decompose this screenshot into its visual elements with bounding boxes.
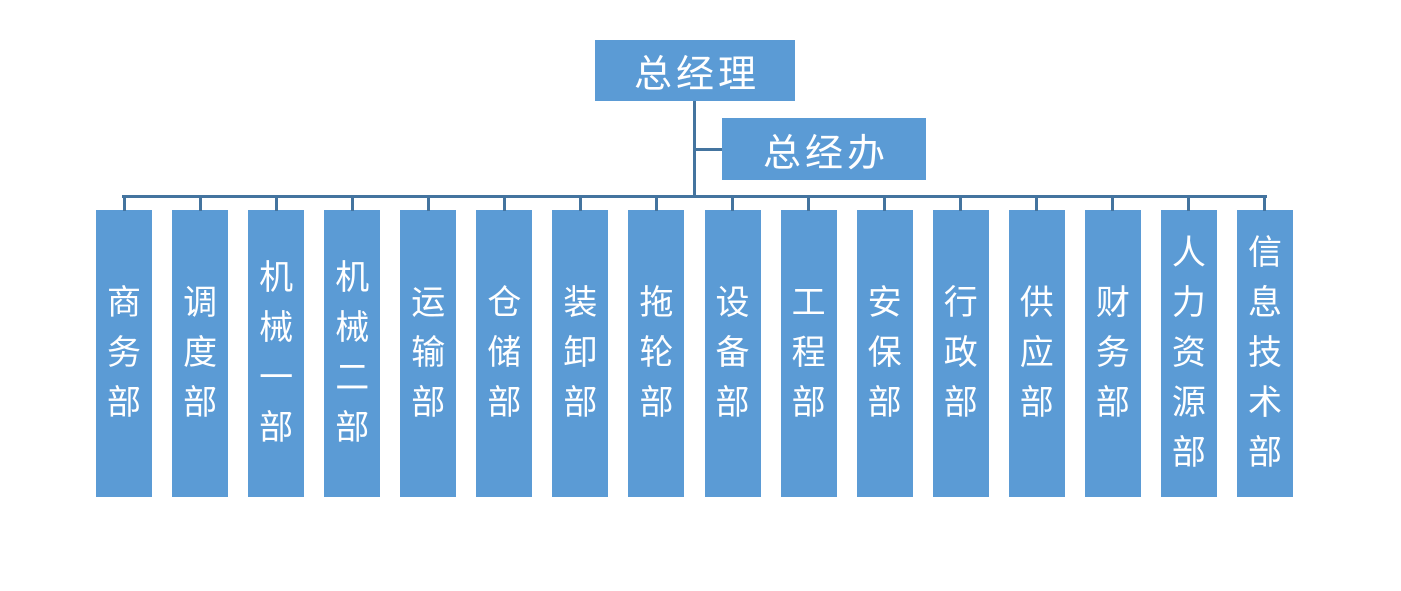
- org-node-staff: 总经办: [722, 118, 926, 180]
- org-node-department: 拖轮部: [628, 196, 685, 497]
- connector-drop: [1035, 196, 1039, 211]
- org-node-department-label: 行政部: [943, 284, 978, 422]
- org-node-department-label: 人力资源部: [1171, 234, 1206, 472]
- org-node-department: 机械二部: [324, 196, 381, 497]
- org-node-department-label: 机械二部: [335, 259, 370, 447]
- org-node-root: 总经理: [595, 40, 795, 101]
- org-node-department: 人力资源部: [1160, 196, 1217, 497]
- org-node-department-label: 装卸部: [563, 284, 598, 422]
- org-node-department: 供应部: [1008, 196, 1065, 497]
- connector-drop: [198, 196, 202, 211]
- connector-drop: [959, 196, 963, 211]
- org-node-department-label: 商务部: [107, 284, 141, 422]
- org-node-department-label: 拖轮部: [639, 284, 674, 422]
- connector-drop: [654, 196, 658, 211]
- org-node-department-label: 安保部: [867, 284, 902, 422]
- org-node-root-label: 总经理: [633, 54, 760, 96]
- connector-drop: [350, 196, 354, 211]
- org-node-department-label: 机械一部: [259, 259, 294, 447]
- org-node-staff-label: 总经办: [762, 132, 889, 175]
- connector-drop: [883, 196, 887, 211]
- org-node-department: 机械一部: [248, 196, 305, 497]
- connector-drop: [1111, 196, 1115, 211]
- org-node-department: 财务部: [1084, 196, 1141, 497]
- org-node-department: 行政部: [932, 196, 989, 497]
- org-node-department-label: 财务部: [1095, 284, 1130, 422]
- connector-drop: [731, 196, 734, 211]
- org-node-department-label: 信息技术部: [1247, 234, 1282, 472]
- org-node-department-label: 工程部: [791, 284, 826, 422]
- department-row: 商务部 调度部 机械一部 机械二部 运输部 仓储部 装卸部 拖轮部 设备部 工程…: [96, 196, 1293, 497]
- org-node-department: 商务部: [96, 196, 152, 497]
- org-node-department: 设备部: [704, 196, 761, 497]
- connector-drop: [578, 196, 582, 211]
- org-node-department: 运输部: [400, 196, 457, 497]
- org-node-department-label: 设备部: [715, 284, 750, 422]
- org-node-department: 安保部: [856, 196, 913, 497]
- org-node-department-label: 运输部: [411, 284, 446, 422]
- org-node-department: 装卸部: [552, 196, 609, 497]
- org-node-department-label: 仓储部: [487, 284, 522, 422]
- org-node-department-label: 供应部: [1019, 284, 1054, 422]
- org-node-department: 工程部: [780, 196, 837, 497]
- connector-drop: [426, 196, 430, 211]
- org-node-department-label: 调度部: [183, 284, 218, 422]
- org-node-department: 仓储部: [476, 196, 533, 497]
- connector-drop: [274, 196, 278, 211]
- connector-drop: [122, 196, 126, 211]
- connector-rail: [122, 195, 1267, 198]
- connector-drop: [1263, 196, 1267, 211]
- connector-drop: [807, 196, 811, 211]
- connector-drop: [502, 196, 506, 211]
- org-node-department: 调度部: [172, 196, 229, 497]
- org-node-department: 信息技术部: [1236, 196, 1293, 497]
- connector-drop: [1187, 196, 1191, 211]
- connector-staff-branch: [693, 148, 722, 151]
